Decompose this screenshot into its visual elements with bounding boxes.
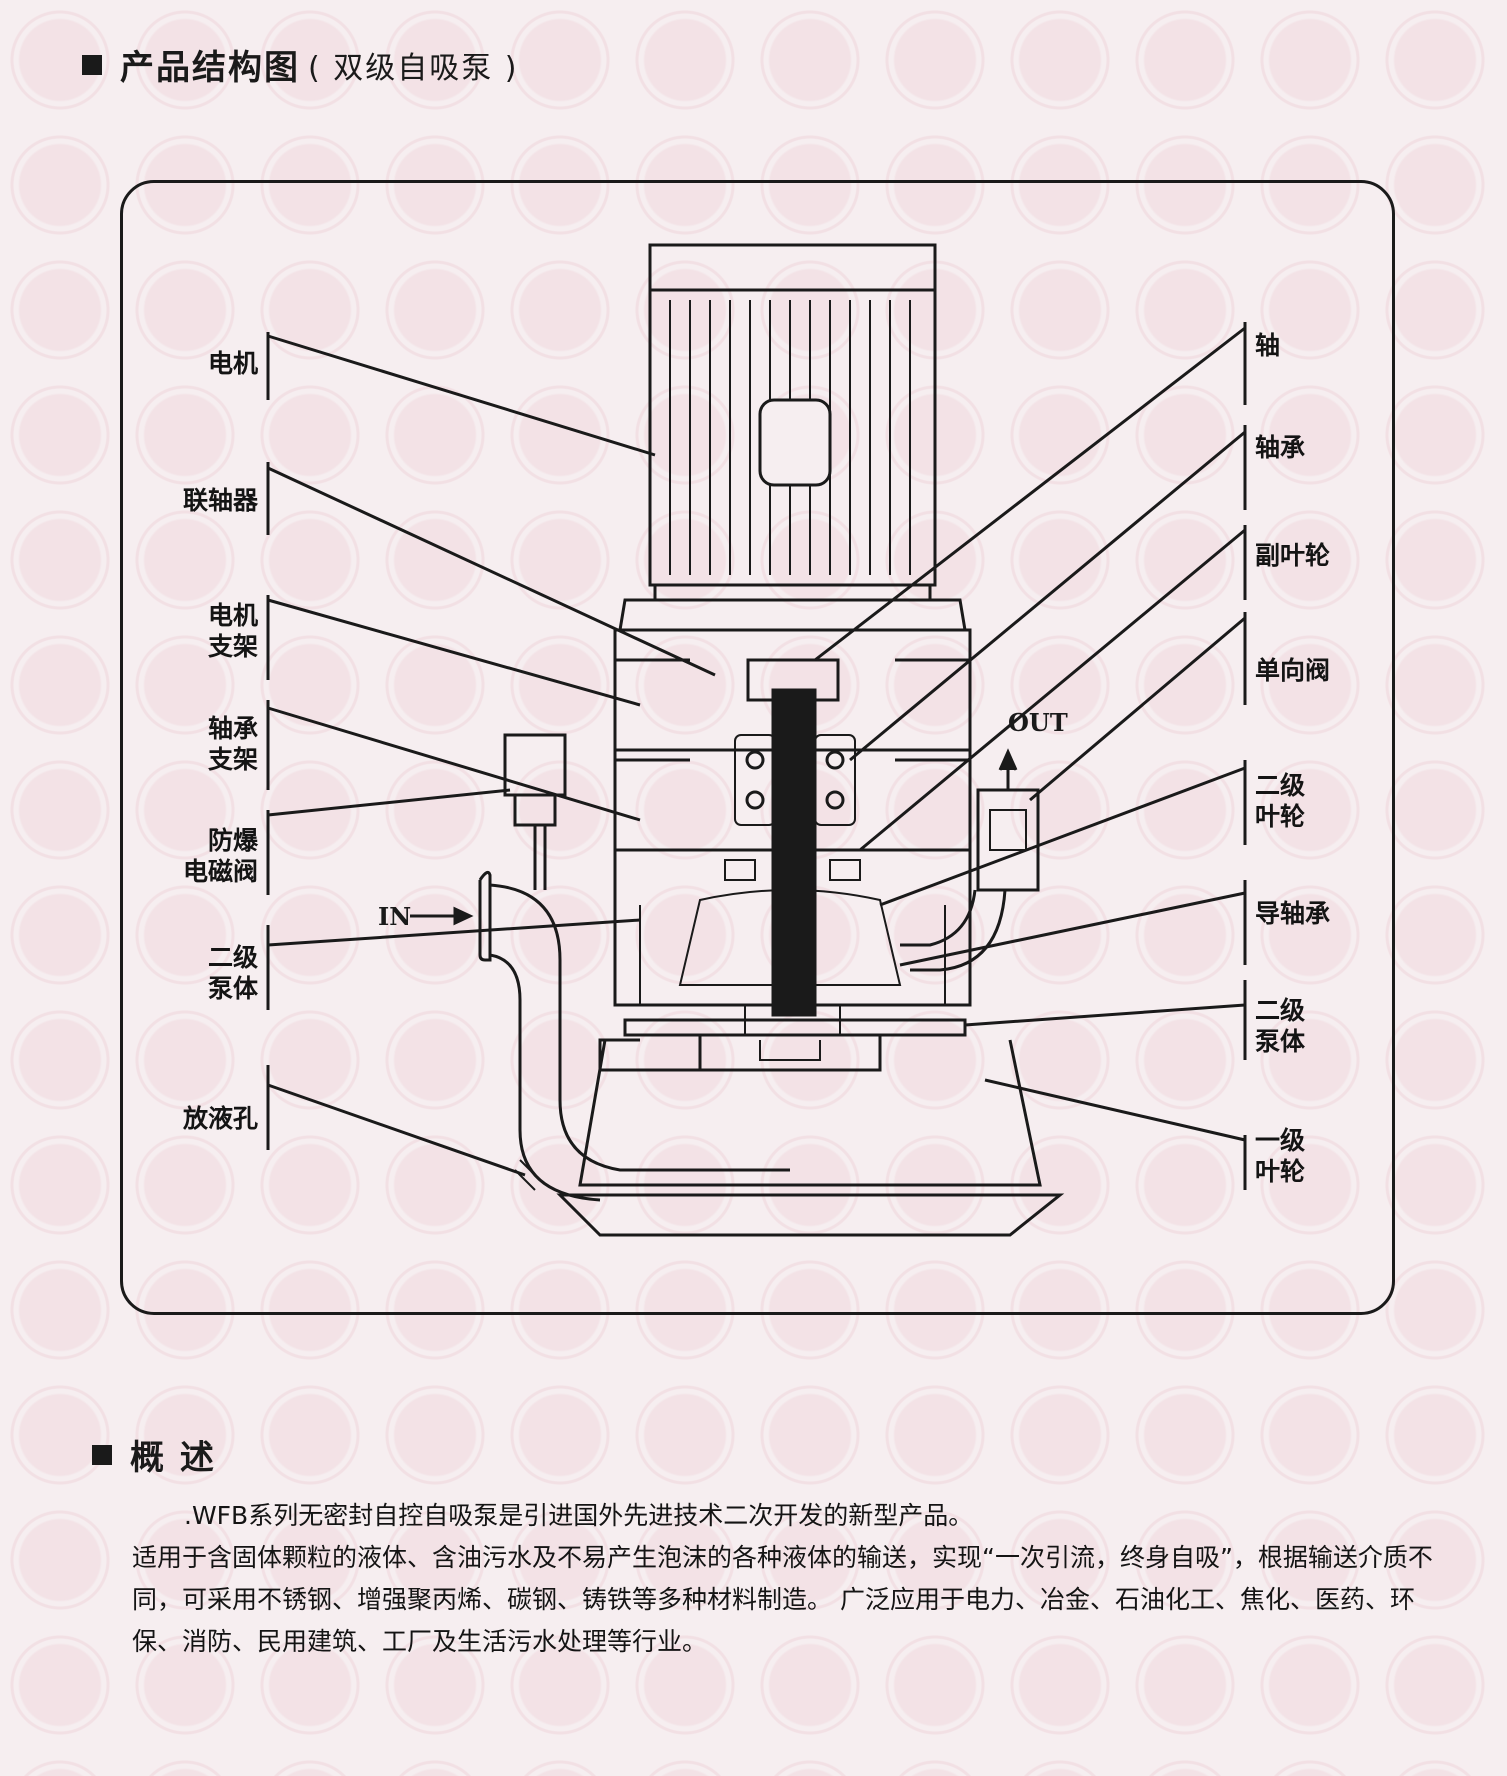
square-bullet-icon <box>82 54 102 75</box>
label-motor: 电机 <box>207 349 258 378</box>
label-motor-bracket: 电机 支架 <box>207 601 258 661</box>
label-inlet: IN <box>378 902 412 931</box>
base-drawing <box>556 1039 1065 1237</box>
shaft-drawing <box>724 658 861 1036</box>
label-coupling: 联轴器 <box>182 486 258 515</box>
label-auxiliary-impeller: 副叶轮 <box>1255 541 1331 570</box>
left-leader-lines <box>266 332 716 1177</box>
label-second-stage-impeller: 二级 叶轮 <box>1255 771 1306 831</box>
label-guide-bearing: 导轴承 <box>1255 899 1331 928</box>
label-second-stage-casing-right: 二级 泵体 <box>1255 996 1306 1056</box>
label-outlet: OUT <box>1008 708 1068 737</box>
overview-paragraph-2: 适用于含固体颗粒的液体、含油污水及不易产生泡沫的各种液体的输送，实现“一次引流，… <box>132 1543 1433 1656</box>
label-bearing: 轴承 <box>1255 433 1306 462</box>
square-bullet-icon <box>92 1444 112 1465</box>
label-drain-hole: 放液孔 <box>182 1104 258 1133</box>
label-explosion-proof-solenoid-valve: 防爆 电磁阀 <box>182 826 258 886</box>
overview-paragraph-1: .WFB系列无密封自控自吸泵是引进国外先进技术二次开发的新型产品。 <box>184 1501 974 1530</box>
inlet-pipe-drawing <box>478 870 790 1202</box>
motor-drawing <box>648 243 937 602</box>
overview-title: 概 述 <box>130 1438 216 1478</box>
section-title-structure: 产品结构图 ( 双级自吸泵 ) <box>82 40 518 89</box>
section-title-overview: 概 述 <box>92 1430 216 1479</box>
label-check-valve: 单向阀 <box>1255 656 1331 685</box>
label-shaft: 轴 <box>1255 331 1281 360</box>
right-leader-lines <box>814 322 1247 1190</box>
label-first-stage-impeller: 一级 叶轮 <box>1255 1126 1306 1186</box>
diagram-frame <box>120 180 1395 1315</box>
structure-title: 产品结构图 <box>120 48 300 88</box>
label-second-stage-casing-left: 二级 泵体 <box>207 943 258 1003</box>
overview-text: .WFB系列无密封自控自吸泵是引进国外先进技术二次开发的新型产品。 适用于含固体… <box>132 1495 1452 1663</box>
solenoid-valve-drawing <box>503 733 567 890</box>
structure-subtitle: ( 双级自吸泵 ) <box>308 50 519 86</box>
in-arrow-icon <box>410 906 474 926</box>
label-bearing-bracket: 轴承 支架 <box>207 714 258 774</box>
check-valve-drawing <box>900 748 1040 972</box>
